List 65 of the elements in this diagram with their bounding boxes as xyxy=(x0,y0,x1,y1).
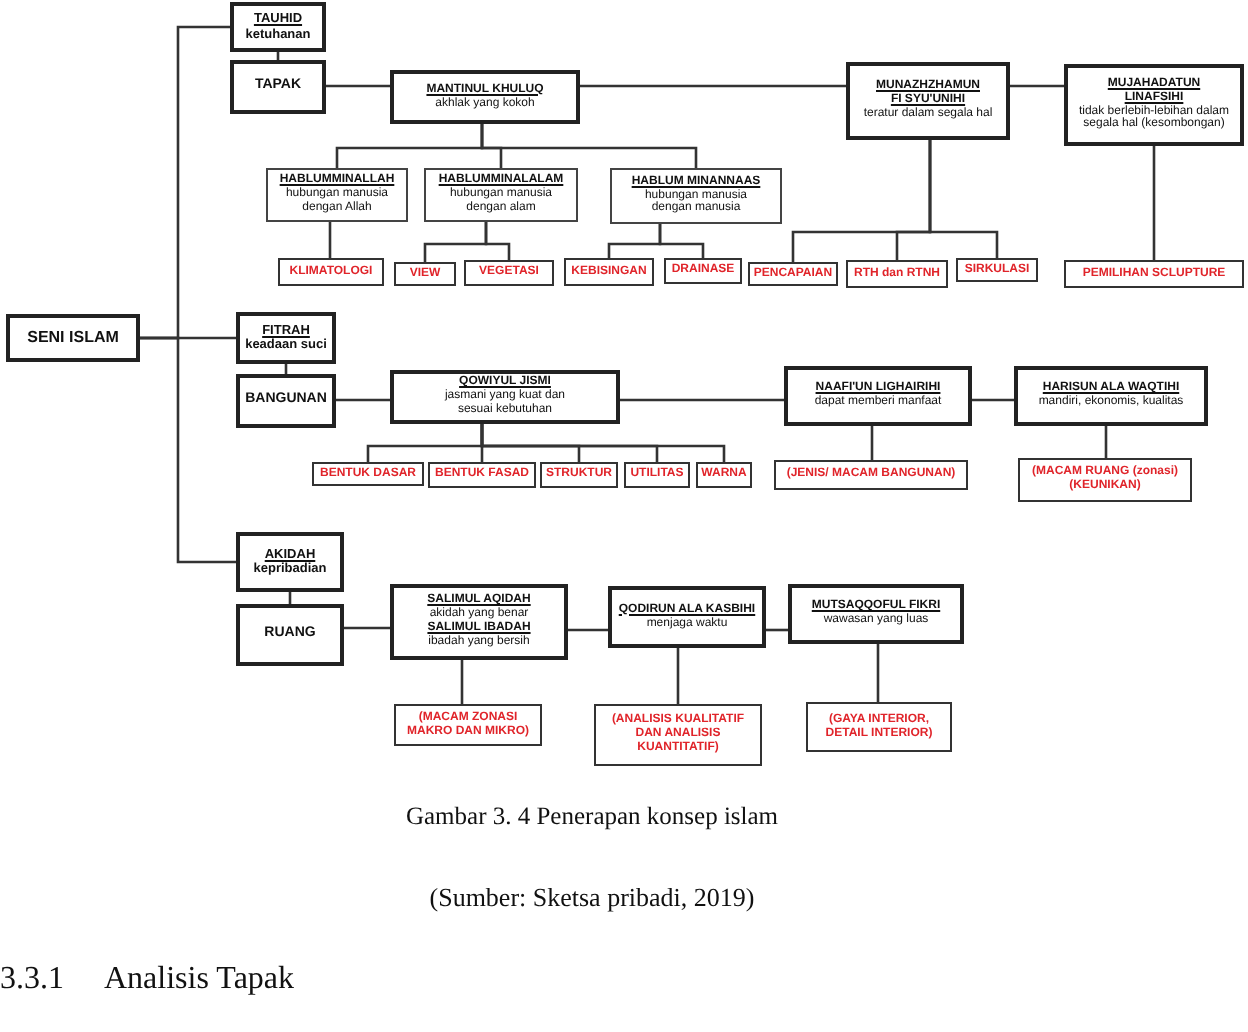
aspect-box xyxy=(846,260,948,288)
connector-line xyxy=(972,398,1014,402)
connector-line xyxy=(336,398,390,402)
aspect-box xyxy=(428,462,536,488)
connector-line xyxy=(876,644,880,702)
connector-line xyxy=(620,398,784,402)
source-note: (Sumber: Sketsa pribadi, 2019) xyxy=(429,882,755,915)
connector-line xyxy=(676,648,680,704)
principle-box xyxy=(1014,366,1208,426)
connector-line xyxy=(480,124,698,168)
connector-line xyxy=(1104,426,1108,458)
principle-box xyxy=(788,584,964,644)
pillar-box xyxy=(236,604,344,666)
aspect-box xyxy=(594,704,762,766)
principle-box xyxy=(390,370,620,424)
connector-line xyxy=(766,628,788,632)
aspect-box xyxy=(1064,260,1244,288)
node-label: SENI ISLAM xyxy=(27,328,119,348)
aspect-box xyxy=(774,460,968,490)
connector-line xyxy=(140,336,236,564)
connector-line xyxy=(1152,146,1156,260)
root-concept-box xyxy=(6,314,140,362)
figure-caption: Gambar 3. 4 Penerapan konsep islam xyxy=(405,800,779,834)
aspect-box xyxy=(956,258,1038,282)
relation-box xyxy=(424,168,578,222)
connector-line xyxy=(658,224,705,258)
connector-line xyxy=(928,140,999,258)
connector-line xyxy=(344,626,390,630)
connector-line xyxy=(480,424,726,462)
aspect-box xyxy=(394,704,542,746)
aspect-box xyxy=(312,462,424,486)
aspect-box xyxy=(564,258,654,286)
pillar-box xyxy=(230,60,326,114)
connector-line xyxy=(484,222,511,260)
aspect-box xyxy=(696,462,752,488)
principle-box xyxy=(846,62,1010,140)
principle-box xyxy=(390,584,568,660)
aspect-box xyxy=(1018,458,1192,502)
principle-box xyxy=(608,586,766,648)
aspect-box xyxy=(806,702,952,752)
aspect-box xyxy=(278,258,384,286)
connector-line xyxy=(580,84,846,88)
aspect-box xyxy=(464,260,554,286)
pillar-box xyxy=(230,2,326,52)
section-number: 3.3.1 xyxy=(0,960,64,1000)
section-heading: Analisis Tapak xyxy=(104,960,295,1000)
connector-line xyxy=(326,84,390,88)
principle-box xyxy=(390,70,580,124)
aspect-box xyxy=(664,258,742,284)
aspect-box xyxy=(394,262,456,286)
connector-line xyxy=(568,628,608,632)
principle-box xyxy=(784,366,972,426)
connector-line xyxy=(1010,84,1064,88)
pillar-box xyxy=(236,532,344,592)
connector-line xyxy=(328,222,332,258)
pillar-box xyxy=(236,312,336,364)
principle-box xyxy=(1064,64,1244,146)
aspect-box xyxy=(624,462,690,488)
aspect-box xyxy=(540,462,618,488)
relation-box xyxy=(266,168,408,222)
connector-line xyxy=(460,660,464,704)
relation-box xyxy=(610,168,782,224)
pillar-box xyxy=(236,374,336,428)
aspect-box xyxy=(748,262,838,286)
connector-line xyxy=(870,426,874,460)
